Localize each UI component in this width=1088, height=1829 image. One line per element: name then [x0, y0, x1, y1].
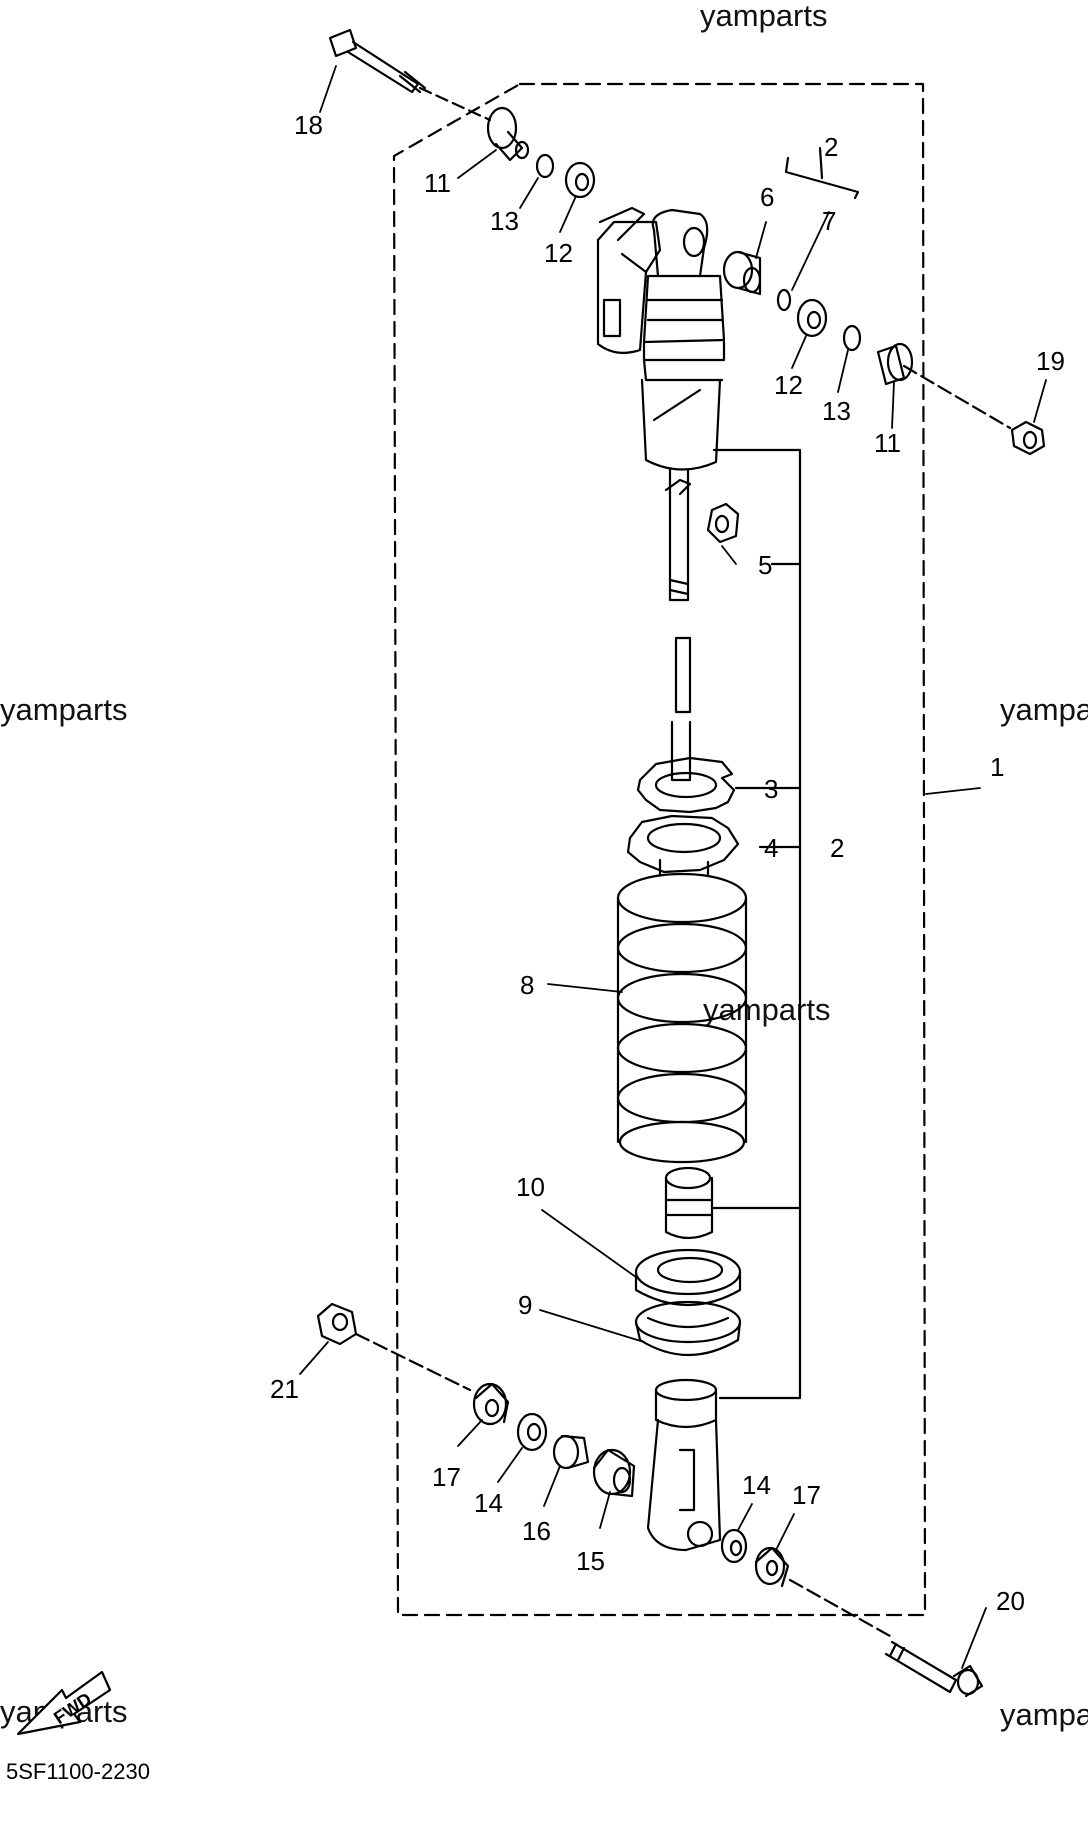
callout-2-side: 2	[830, 833, 844, 863]
damper-rod	[664, 468, 692, 602]
callout-4: 4	[764, 833, 778, 863]
callout-17-right: 17	[792, 1480, 821, 1510]
washer-12-top	[564, 161, 596, 199]
nut-19	[1010, 420, 1046, 456]
watermark-center: yamparts	[703, 992, 831, 1027]
callout-13-right: 13	[822, 396, 851, 426]
reservoir-tank	[596, 206, 662, 355]
rod-lower	[670, 720, 692, 782]
collar-17-right	[754, 1546, 892, 1638]
callout-18: 18	[294, 110, 323, 140]
callout-2-top: 2	[824, 132, 838, 162]
callout-3: 3	[764, 774, 778, 804]
callout-10: 10	[516, 1172, 545, 1202]
callout-12-top: 12	[544, 238, 573, 268]
callout-16: 16	[522, 1516, 551, 1546]
nut-5	[706, 502, 740, 544]
assembly-boundary-dashed	[392, 82, 927, 1617]
diagram-code: 5SF1100-2230	[6, 1759, 150, 1784]
leader-lines	[299, 65, 1047, 1669]
callout-7: 7	[822, 206, 836, 236]
spring-8	[616, 872, 748, 1164]
nut-21	[316, 1302, 472, 1392]
callout-1: 1	[990, 752, 1004, 782]
locknut-3	[636, 756, 736, 814]
lower-clevis	[646, 1378, 722, 1552]
collar-11-top	[486, 106, 530, 162]
collar-11-right	[876, 342, 1012, 430]
callout-8: 8	[520, 970, 534, 1000]
callout-labels: 18 11 13 12 2 6 7 12 13 11 19 5 1 3 4 2 …	[50, 110, 1065, 1728]
spacer-16	[552, 1434, 590, 1470]
watermark-left: yamparts	[0, 692, 128, 727]
callout-6: 6	[760, 182, 774, 212]
watermark-bottom-right: yamparts	[1000, 1697, 1088, 1732]
callout-19: 19	[1036, 346, 1065, 376]
callout-9: 9	[518, 1290, 532, 1320]
washer-14-left	[516, 1412, 548, 1452]
oring-13-top	[535, 153, 555, 179]
bushing-6	[722, 250, 762, 296]
callout-15: 15	[576, 1546, 605, 1576]
washer-12-right	[796, 298, 828, 338]
bracket-lines	[710, 146, 860, 1400]
collar-17-left	[472, 1382, 510, 1426]
fwd-arrow-icon	[16, 1670, 112, 1736]
pin-rod	[674, 636, 692, 714]
callout-12-right: 12	[774, 370, 803, 400]
bolt-18	[328, 28, 492, 122]
callout-11-right: 11	[874, 428, 901, 458]
bushing-15	[592, 1448, 636, 1498]
oring-7	[776, 288, 792, 312]
callout-5: 5	[758, 550, 772, 580]
adjuster-4	[626, 814, 740, 876]
callout-17-left: 17	[432, 1462, 461, 1492]
washer-14-right	[720, 1528, 748, 1564]
spring-guide-10	[634, 1248, 742, 1306]
bump-rubber	[664, 1166, 714, 1240]
bolt-20	[884, 1640, 984, 1698]
callout-13-top: 13	[490, 206, 519, 236]
spring-seat-9	[634, 1300, 742, 1356]
callout-21: 21	[270, 1374, 299, 1404]
oring-13-right	[842, 324, 862, 352]
watermark-right: yamparts	[1000, 692, 1088, 727]
callout-20: 20	[996, 1586, 1025, 1616]
shock-upper-body	[640, 208, 726, 471]
callout-11-top: 11	[424, 168, 451, 198]
watermark-top: yamparts	[700, 0, 828, 33]
callout-14-left: 14	[474, 1488, 503, 1518]
callout-14-right: 14	[742, 1470, 771, 1500]
